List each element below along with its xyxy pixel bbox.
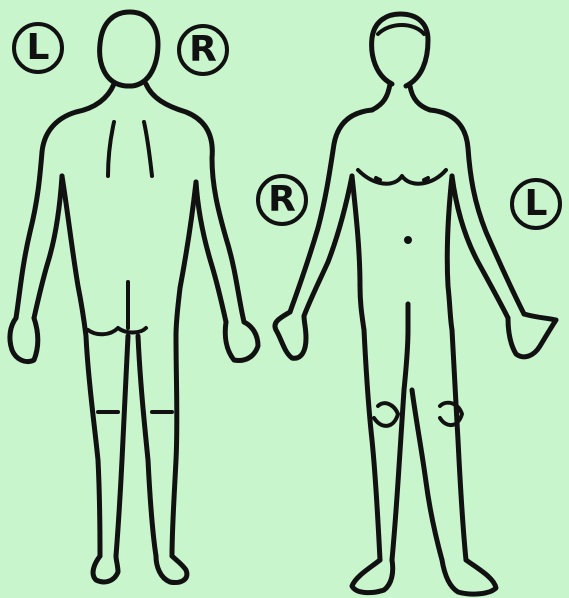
back-view-right-label: R (177, 24, 229, 76)
front-foot-right (352, 560, 393, 593)
front-navel (406, 238, 410, 242)
front-torso-left (352, 176, 364, 330)
front-neck-left (372, 84, 390, 110)
back-waist-left (62, 176, 86, 336)
front-leg-left-outer (452, 330, 466, 560)
front-crotch (404, 304, 408, 390)
back-foot-right (156, 556, 187, 583)
back-buttocks (88, 328, 146, 334)
front-hairline (378, 25, 424, 34)
back-shoulder-blade-left (108, 122, 114, 176)
back-leg-right-inner (138, 336, 156, 556)
front-neck-right (410, 86, 430, 110)
front-right-shoulder-arm (430, 110, 524, 314)
front-right-arm-inner (452, 176, 508, 318)
back-shoulder-blade-right (144, 122, 152, 176)
back-foot-left (93, 556, 118, 582)
back-arm-right-inner (196, 182, 226, 322)
back-leg-left-outer (86, 336, 100, 556)
back-view-left-label: L (12, 22, 64, 74)
back-waist-right (176, 182, 196, 336)
front-view-figure (275, 14, 556, 594)
front-foot-left (442, 560, 496, 594)
front-knee-right (374, 403, 398, 426)
back-hand-right (225, 322, 258, 360)
back-hand-left (10, 318, 38, 362)
front-torso-right (447, 176, 452, 330)
front-chest (358, 170, 446, 184)
front-hand-left-side (508, 314, 556, 357)
front-leg-right-outer (364, 330, 380, 560)
back-view-figure (10, 12, 258, 583)
back-leg-left-inner (116, 336, 128, 556)
front-view-right-label: R (256, 174, 308, 226)
back-leg-right-outer (172, 336, 177, 556)
front-view-left-label: L (510, 178, 562, 230)
front-nipple-right (424, 178, 428, 180)
front-nipple-left (376, 178, 380, 180)
back-head (100, 12, 158, 86)
front-hand-right-side (275, 312, 306, 358)
front-leg-left-inner (412, 390, 442, 560)
